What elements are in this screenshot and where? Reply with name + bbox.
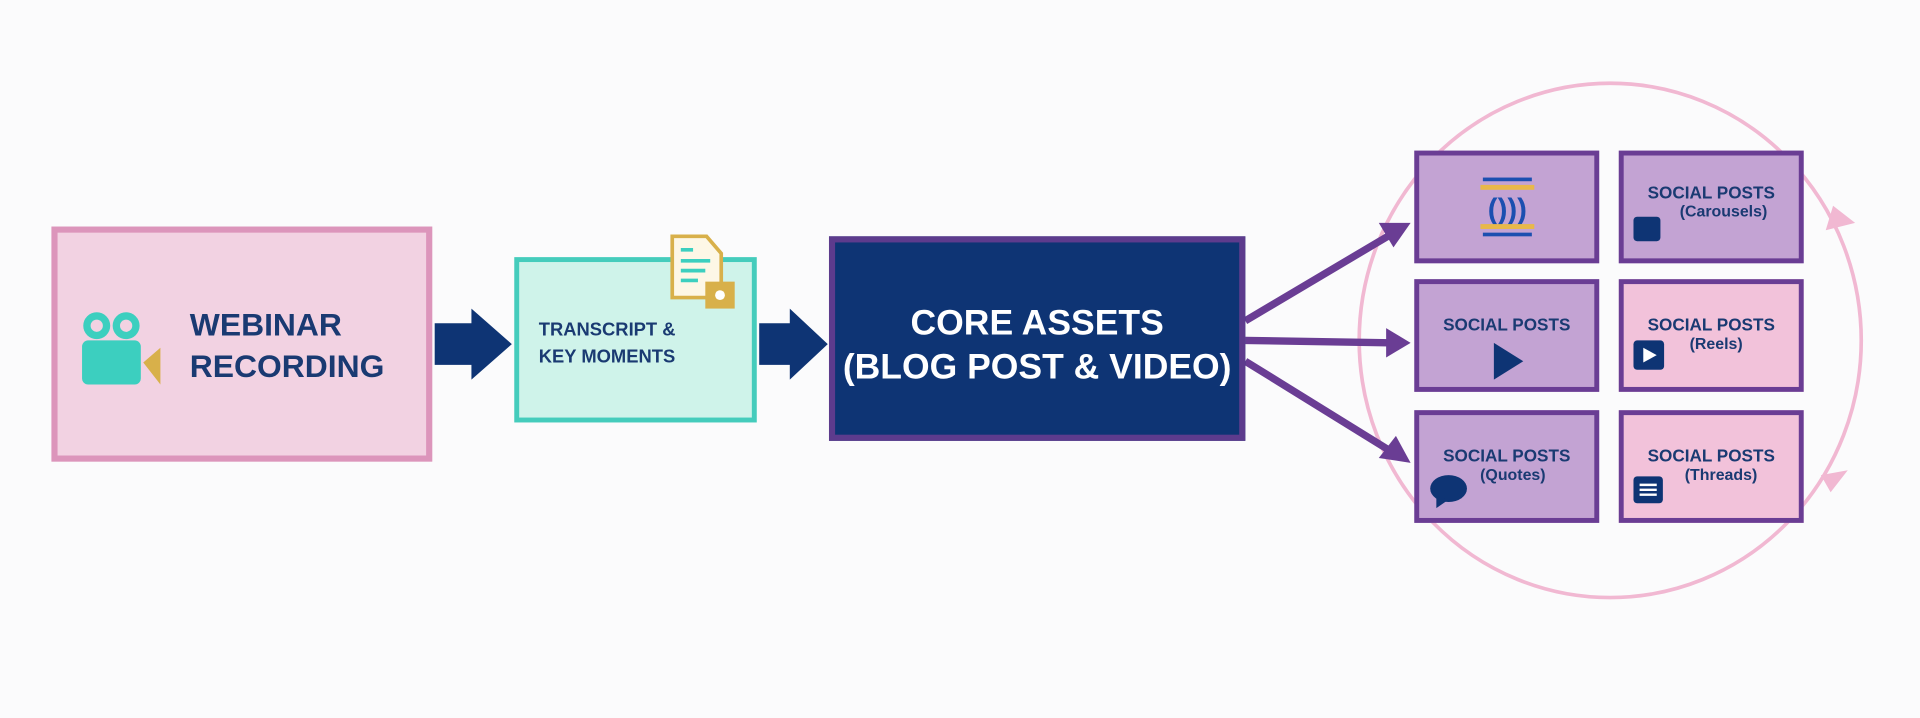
- svg-text:())): ())): [1487, 193, 1526, 226]
- output-threads: SOCIAL POSTS (Threads): [1618, 410, 1804, 523]
- flow-arrow-1: [434, 308, 512, 380]
- output-title: SOCIAL POSTS: [1647, 182, 1775, 203]
- cycle-arrow-top: [1825, 205, 1856, 231]
- cycle-arrow-bottom: [1820, 470, 1848, 493]
- output-title: SOCIAL POSTS: [1647, 314, 1775, 335]
- reel-play-icon: [1633, 340, 1665, 370]
- output-video: SOCIAL POSTS: [1414, 279, 1600, 392]
- output-podcast: ())): [1414, 150, 1600, 264]
- output-subtitle: (Quotes): [1480, 465, 1546, 484]
- flow-arrow-2: [759, 308, 828, 380]
- output-subtitle: (Threads): [1684, 465, 1758, 484]
- output-reels: SOCIAL POSTS (Reels): [1618, 279, 1804, 392]
- output-title: SOCIAL POSTS: [1443, 314, 1571, 335]
- branch-arrow-top: [1243, 231, 1392, 324]
- video-camera-icon: [82, 312, 161, 385]
- speech-bubble-icon: [1430, 475, 1467, 509]
- podcast-icon: ())): [1479, 177, 1534, 237]
- output-subtitle: (Carousels): [1679, 202, 1768, 221]
- thread-list-icon: [1633, 476, 1663, 504]
- output-carousels: SOCIAL POSTS (Carousels): [1618, 150, 1804, 264]
- output-subtitle: (Reels): [1689, 334, 1743, 353]
- carousel-icon: [1633, 216, 1661, 242]
- output-title: SOCIAL POSTS: [1647, 445, 1775, 466]
- document-icon: [670, 234, 735, 309]
- output-quotes: SOCIAL POSTS (Quotes): [1414, 410, 1600, 523]
- play-icon: [1493, 342, 1523, 380]
- branch-arrow-mid: [1245, 336, 1390, 347]
- branch-arrow-bottom: [1243, 358, 1392, 454]
- core-assets-title: CORE ASSETS(BLOG POST & VIDEO): [842, 303, 1232, 387]
- core-assets-node: CORE ASSETS(BLOG POST & VIDEO): [828, 236, 1246, 441]
- transcript-title: TRANSCRIPT &KEY MOMENTS: [538, 319, 676, 368]
- output-title: SOCIAL POSTS: [1443, 445, 1571, 466]
